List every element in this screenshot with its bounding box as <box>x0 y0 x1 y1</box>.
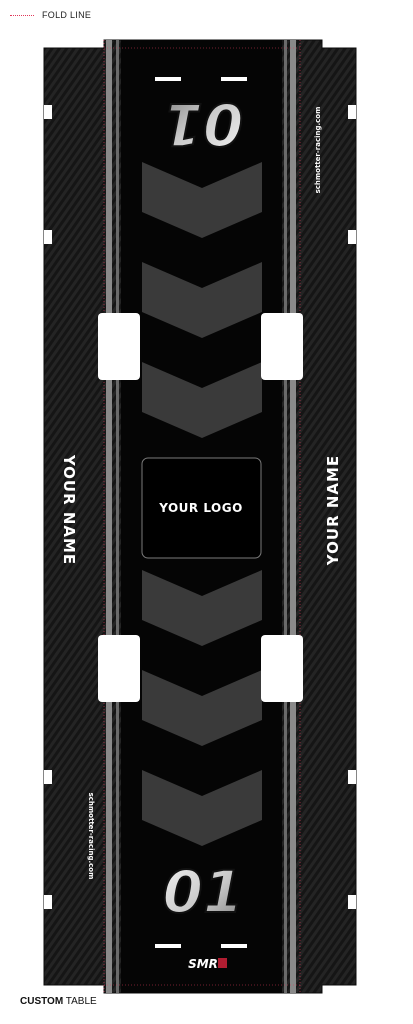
website-bottom: schmotter-racing.com <box>87 793 95 880</box>
leg-cutout <box>98 313 140 380</box>
name-right: YOUR NAME <box>324 455 342 566</box>
footer-regular: TABLE <box>65 996 97 1007</box>
brand-logo: SMR <box>188 957 218 971</box>
leg-cutout <box>261 313 303 380</box>
chevron-down-icon <box>142 570 262 646</box>
leg-cutout <box>261 635 303 702</box>
fold-line-label: FOLD LINE <box>42 10 92 20</box>
notch <box>44 230 52 244</box>
logo-label: YOUR LOGO <box>158 501 243 515</box>
name-left: YOUR NAME <box>60 454 78 565</box>
notch <box>348 895 356 909</box>
chevron-down-icon <box>142 770 262 846</box>
fold-line-swatch <box>10 14 34 16</box>
brand-accent <box>218 958 227 968</box>
notch <box>348 770 356 784</box>
chevron-down-icon <box>142 670 262 746</box>
chevron-down-icon <box>142 362 262 438</box>
chevron-down-icon <box>142 262 262 338</box>
fold-line-legend: FOLD LINE <box>10 10 91 20</box>
race-number-bottom: 01 <box>163 858 244 926</box>
stripe-left-outer <box>106 40 112 993</box>
leg-cutout <box>98 635 140 702</box>
chevron-down-icon <box>142 162 262 238</box>
bottom-dash <box>155 944 181 948</box>
notch <box>348 105 356 119</box>
notch <box>44 105 52 119</box>
logo-box <box>141 457 262 559</box>
notch <box>44 895 52 909</box>
stripe-right-outer <box>290 40 296 993</box>
top-dash <box>221 77 247 81</box>
footer-caption: CUSTOM TABLE <box>20 996 97 1007</box>
notch <box>348 230 356 244</box>
stripe-right-inner <box>284 40 287 993</box>
top-dash <box>155 77 181 81</box>
footer-bold: CUSTOM <box>20 996 64 1007</box>
website-top: schmotter-racing.com <box>314 107 322 194</box>
notch <box>44 770 52 784</box>
race-number-top: 01 <box>163 90 244 158</box>
bottom-dash <box>221 944 247 948</box>
stripe-left-inner <box>116 40 119 993</box>
